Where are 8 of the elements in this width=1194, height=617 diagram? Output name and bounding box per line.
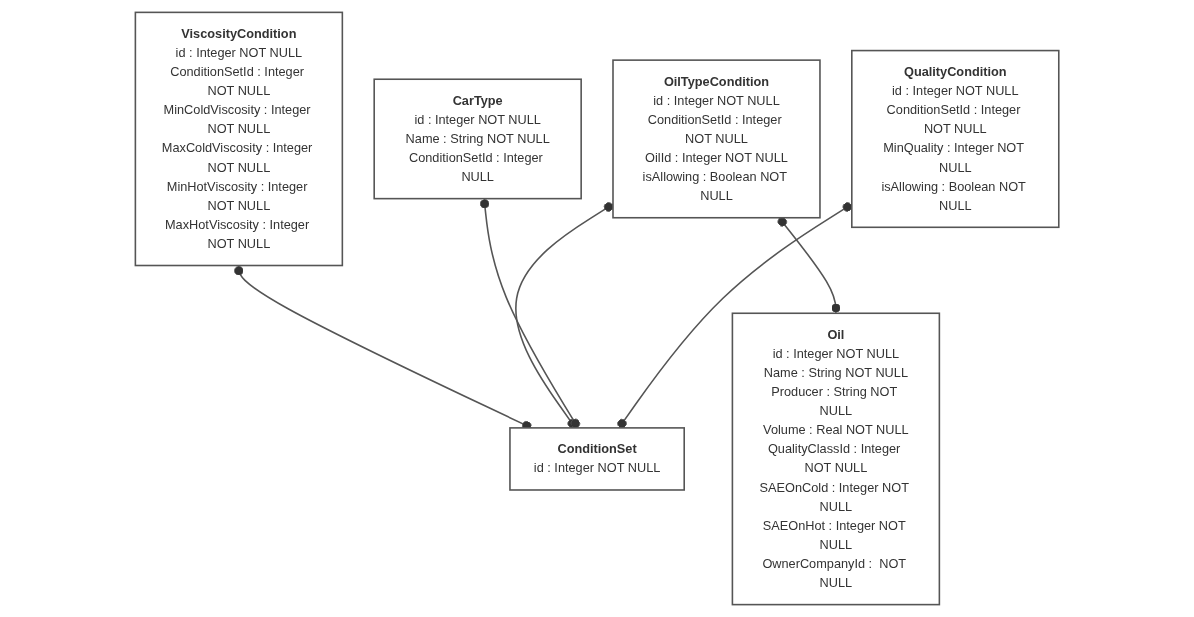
node-box: ViscosityCondition id : Integer NOT NULL ConditionSetId : Integer NOT NULL MinColdViscosity : Integer NOT NULL MaxColdViscosity : Integer NOT NULL MinHotViscosity : Integer NOT NULL MaxHotViscosity : Integer NOT NULL xyxy=(134,11,344,267)
connector xyxy=(479,197,581,429)
node-box: ConditionSet id : Integer NOT NULL xyxy=(509,427,685,491)
node-box: Oil id : Integer NOT NULL Name : String NOT NULL Producer : String NOT NULL Volume : Real NOT NULL QualityClassId : Integer NOT NULL SAEOnCold : Integer NOT NULL SAEOnHot : Integer NOT NULL OwnerCompanyId : NOT NULL xyxy=(731,312,941,606)
node-box: CarType id : Integer NOT NULL Name : String NOT NULL ConditionSetId : Integer NULL xyxy=(373,78,582,200)
node-box: OilTypeCondition id : Integer NOT NULL ConditionSetId : Integer NOT NULL OilId : Integer NOT NULL isAllowing : Boolean NOT NULL xyxy=(612,59,821,219)
node-box: QualityCondition id : Integer NOT NULL ConditionSetId : Integer NOT NULL MinQuality : Integer NOT NULL isAllowing : Boolean NOT NULL xyxy=(850,49,1060,229)
connector xyxy=(777,216,841,315)
